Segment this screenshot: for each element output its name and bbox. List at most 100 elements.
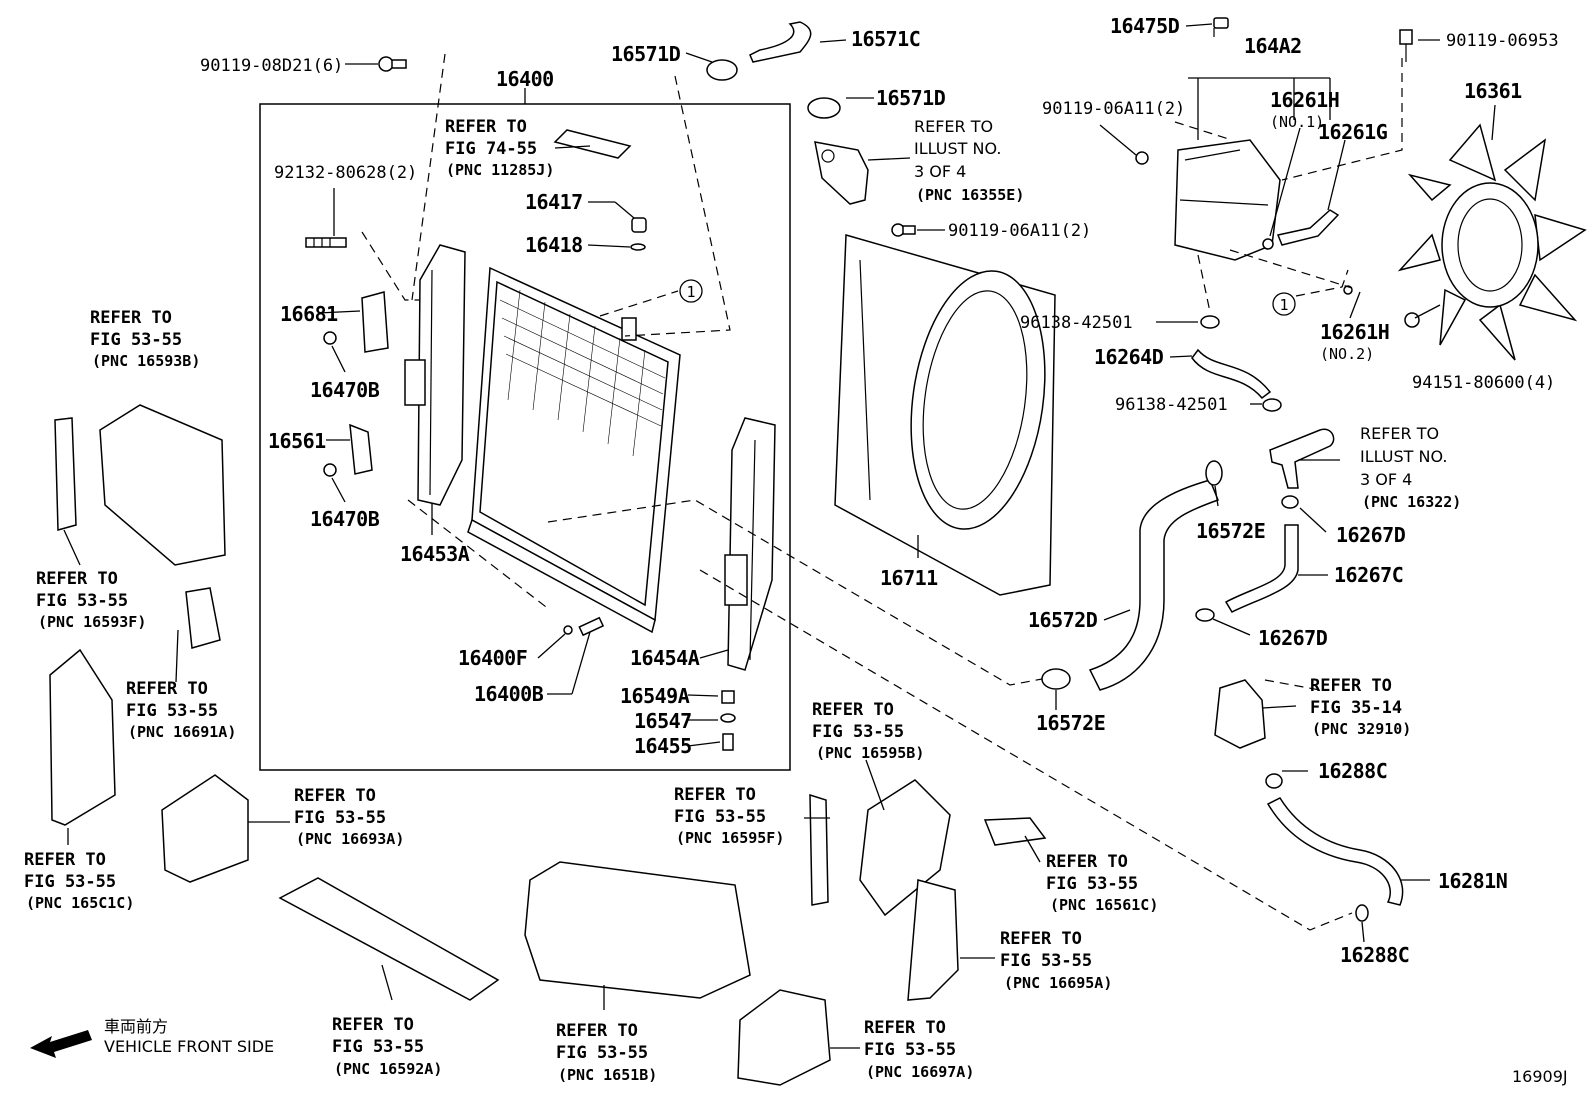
svg-text:(PNC 16355E): (PNC 16355E) xyxy=(916,186,1024,204)
air-guide-16693A[interactable] xyxy=(161,774,249,883)
reference-illust-3of4-16322[interactable]: REFER TO ILLUST NO. 3 OF 4 (PNC 16322) xyxy=(1360,424,1461,511)
air-guide-1651B[interactable] xyxy=(524,861,751,999)
svg-text:REFER TO: REFER TO xyxy=(126,679,208,699)
label-16549A: 16549A xyxy=(620,684,690,708)
air-guide-16697A[interactable] xyxy=(737,989,831,1086)
air-guide-16595B[interactable] xyxy=(859,779,951,917)
reference-fig-53-55-16693A[interactable]: REFER TO FIG 53-55 (PNC 16693A) xyxy=(294,786,404,848)
reference-fig-53-55-16592A[interactable]: REFER TO FIG 53-55 (PNC 16592A) xyxy=(332,1015,442,1078)
svg-text:1: 1 xyxy=(1279,296,1288,314)
bolt-90119-08D21[interactable] xyxy=(378,56,407,72)
bracket-16681[interactable] xyxy=(361,291,389,353)
grommet-16470B-lower[interactable] xyxy=(323,463,337,477)
hose-16261H-no1[interactable] xyxy=(1262,238,1274,250)
o-ring-16400F[interactable] xyxy=(563,625,573,635)
bolt-16455[interactable] xyxy=(722,733,734,751)
water-outlet-16355E[interactable] xyxy=(814,141,869,205)
clamp-96138-42501-lower[interactable] xyxy=(1262,398,1282,412)
reference-illust-3of4-16355E[interactable]: REFER TO ILLUST NO. 3 OF 4 (PNC 16355E) xyxy=(914,117,1024,204)
seal-16595F[interactable] xyxy=(809,793,829,906)
clamp-16267D-upper[interactable] xyxy=(1281,495,1299,509)
grommet-16470B-upper[interactable] xyxy=(323,331,337,345)
svg-text:(PNC 16592A): (PNC 16592A) xyxy=(334,1060,442,1078)
undercover-seal-16592A[interactable] xyxy=(278,877,500,1001)
label-16261H-lower: 16261H xyxy=(1320,320,1389,344)
hose-16264D[interactable] xyxy=(1191,348,1272,400)
stud-bolt-92132[interactable] xyxy=(305,237,347,248)
tank-cap-16475D[interactable] xyxy=(1213,17,1229,29)
reference-fig-53-55-16595B[interactable]: REFER TO FIG 53-55 (PNC 16595B) xyxy=(812,700,924,762)
reference-fig-53-55-16595F[interactable]: REFER TO FIG 53-55 (PNC 16595F) xyxy=(674,785,784,847)
label-no1: (NO.1) xyxy=(1270,113,1324,131)
svg-text:(PNC 16595F): (PNC 16595F) xyxy=(676,829,784,847)
lower-hose-16572D[interactable] xyxy=(1088,479,1219,691)
svg-text:FIG 53-55: FIG 53-55 xyxy=(812,722,904,742)
clamp-16572E-upper[interactable] xyxy=(1205,460,1223,486)
bracket-16561[interactable] xyxy=(349,423,373,475)
seal-16561C[interactable] xyxy=(983,817,1047,846)
svg-text:REFER TO: REFER TO xyxy=(445,117,527,137)
label-16267C: 16267C xyxy=(1334,563,1403,587)
air-guide-165C1C[interactable] xyxy=(49,648,116,826)
air-guide-16593B[interactable] xyxy=(99,404,226,566)
clamp-16267D-lower[interactable] xyxy=(1195,608,1215,622)
svg-text:(PNC 16697A): (PNC 16697A) xyxy=(866,1063,974,1081)
label-96138-42501-upper: 96138-42501 xyxy=(1020,313,1133,333)
reference-fig-53-55-1651B[interactable]: REFER TO FIG 53-55 (PNC 1651B) xyxy=(556,1021,657,1084)
clamp-16288C-lower[interactable] xyxy=(1355,904,1369,922)
drain-plug-16400B[interactable] xyxy=(578,616,605,637)
upper-hose-16571C[interactable] xyxy=(749,21,812,63)
label-90119-06A11-2-tank: 90119-06A11(2) xyxy=(1042,99,1185,119)
svg-text:FIG 53-55: FIG 53-55 xyxy=(36,591,128,611)
clamp-16572E-lower[interactable] xyxy=(1041,668,1071,690)
cushion-16549A[interactable] xyxy=(721,690,735,704)
reference-fig-35-14-32910[interactable]: REFER TO FIG 35-14 (PNC 32910) xyxy=(1310,676,1411,738)
reserve-hose-16261G[interactable] xyxy=(1276,209,1340,246)
reference-fig-53-55-16593B[interactable]: REFER TO FIG 53-55 (PNC 16593B) xyxy=(90,308,200,370)
clamp-16288C-upper[interactable] xyxy=(1265,773,1283,789)
drain-cock-plug-16417[interactable] xyxy=(631,217,647,233)
bolt-90119-06A11-tank[interactable] xyxy=(1135,151,1149,165)
svg-text:REFER TO: REFER TO xyxy=(332,1015,414,1035)
radiator-core[interactable] xyxy=(467,266,681,634)
label-16400F: 16400F xyxy=(458,646,527,670)
hose-clamp-16571D-upper[interactable] xyxy=(706,59,738,81)
seal-16691A[interactable] xyxy=(185,587,221,649)
label-90119-06A11-2-shroud: 90119-06A11(2) xyxy=(948,221,1091,241)
reference-fig-53-55-165C1C[interactable]: REFER TO FIG 53-55 (PNC 165C1C) xyxy=(24,850,134,912)
side-bracket-left-16453A[interactable] xyxy=(404,244,466,506)
reference-fig-53-55-16691A[interactable]: REFER TO FIG 53-55 (PNC 16691A) xyxy=(126,679,236,741)
bolt-90119-06A11-shroud[interactable] xyxy=(891,223,916,237)
seal-16593F[interactable] xyxy=(54,417,77,531)
transmission-oil-cooler-32910[interactable] xyxy=(1214,679,1266,749)
side-bracket-right-16454A[interactable] xyxy=(724,417,776,671)
reference-fig-53-55-16697A[interactable]: REFER TO FIG 53-55 (PNC 16697A) xyxy=(864,1018,974,1081)
o-ring-16418[interactable] xyxy=(630,243,646,251)
svg-text:FIG 53-55: FIG 53-55 xyxy=(294,808,386,828)
svg-text:FIG 53-55: FIG 53-55 xyxy=(864,1040,956,1060)
nut-94151-80600[interactable] xyxy=(1404,312,1420,328)
label-16267D-lower: 16267D xyxy=(1258,626,1328,650)
reference-fig-53-55-16593F[interactable]: REFER TO FIG 53-55 (PNC 16593F) xyxy=(36,569,146,631)
label-16561: 16561 xyxy=(268,429,326,453)
bolt-90119-06953[interactable] xyxy=(1399,29,1413,62)
caution-label-plate[interactable] xyxy=(553,129,632,159)
clamp-96138-42501-upper[interactable] xyxy=(1200,315,1220,329)
hose-clamp-16571D-lower[interactable] xyxy=(807,97,841,119)
label-92132-80628-2: 92132-80628(2) xyxy=(274,163,417,183)
reference-fig-53-55-16561C[interactable]: REFER TO FIG 53-55 (PNC 16561C) xyxy=(1046,852,1158,914)
water-inlet-16322[interactable] xyxy=(1269,428,1335,489)
label-16547: 16547 xyxy=(634,709,692,733)
fan-shroud-16711[interactable] xyxy=(834,234,1060,596)
hose-16281N[interactable] xyxy=(1266,797,1404,906)
reference-fig-74-55-11285J[interactable]: REFER TO FIG 74-55 (PNC 11285J) xyxy=(445,117,554,179)
label-16475D: 16475D xyxy=(1110,14,1180,38)
label-164A2: 164A2 xyxy=(1244,34,1302,58)
cooling-fan-16361[interactable] xyxy=(1397,123,1587,361)
label-16281N: 16281N xyxy=(1438,869,1507,893)
air-guide-16695A[interactable] xyxy=(907,879,959,1001)
bypass-hose-16267C[interactable] xyxy=(1224,524,1299,613)
washer-16547[interactable] xyxy=(720,713,736,723)
reference-fig-53-55-16695A[interactable]: REFER TO FIG 53-55 (PNC 16695A) xyxy=(1000,929,1112,992)
